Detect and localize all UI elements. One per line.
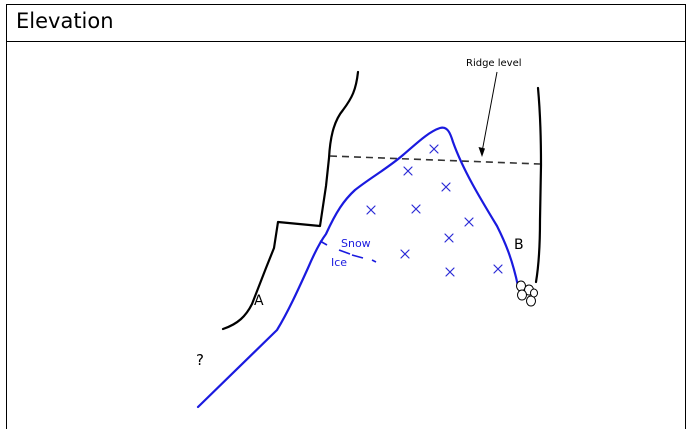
snow-ice-boundary-1: [338, 249, 351, 255]
unknown-label: ?: [196, 351, 204, 369]
snow-marker: [429, 144, 439, 154]
elevation-panel: Elevation: [6, 4, 686, 429]
boulder: [517, 289, 527, 301]
snow-marker: [441, 182, 451, 192]
snow-ice-boundary-3: [371, 259, 377, 263]
snow-marker: [464, 217, 474, 227]
boulder: [530, 288, 538, 298]
ridge-level-arrowhead: [478, 147, 485, 157]
right-rock-wall: [534, 86, 543, 284]
snow-ice-boundary-2: [351, 254, 364, 259]
left-rock-wall: [221, 70, 360, 331]
ridge-level-arrow: [481, 71, 498, 153]
snow-marker: [400, 249, 410, 259]
snow-ice-profile: [196, 126, 520, 409]
snow-marker: [366, 205, 376, 215]
snow-label: Snow: [341, 237, 371, 250]
panel-header: Elevation: [7, 5, 685, 42]
snow-marker: [411, 204, 421, 214]
panel-title: Elevation: [16, 9, 114, 33]
snow-ice-boundary-4: [319, 240, 328, 246]
snow-marker: [403, 166, 413, 176]
label-a: A: [254, 293, 264, 309]
label-b: B: [514, 237, 524, 253]
boulder: [526, 295, 536, 307]
snow-markers: [366, 144, 503, 277]
snow-marker: [445, 267, 455, 277]
ice-label: Ice: [331, 256, 347, 269]
boulders: [516, 280, 538, 307]
ridge-level-line: [329, 155, 541, 165]
snow-marker: [493, 264, 503, 274]
snow-marker: [444, 233, 454, 243]
ridge-level-label: Ridge level: [466, 58, 522, 69]
